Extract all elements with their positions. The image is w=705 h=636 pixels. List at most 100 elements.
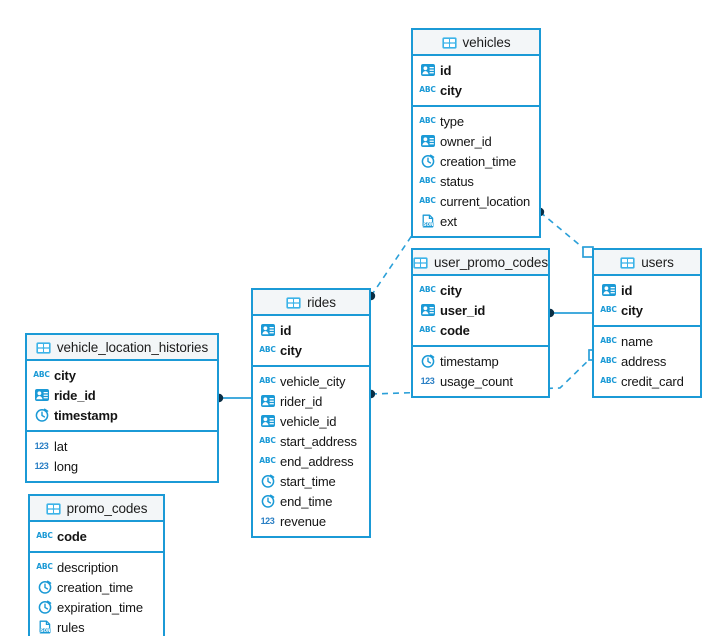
svg-text:JSON: JSON (38, 628, 50, 633)
id-badge-icon (420, 63, 435, 77)
field-name: creation_time (440, 153, 517, 169)
abc-string-icon: ABC (419, 85, 436, 95)
field-name: city (621, 302, 643, 318)
column-field[interactable]: vehicle_id (253, 411, 369, 431)
column-field[interactable]: owner_id (413, 131, 539, 151)
id-badge-icon (420, 303, 435, 317)
primary-key-field[interactable]: timestamp (27, 405, 217, 425)
field-name: timestamp (440, 353, 499, 369)
entity-header-users[interactable]: users (594, 250, 700, 276)
entity-title: rides (307, 294, 336, 310)
entity-title: vehicle_location_histories (56, 339, 209, 355)
relationship-vehicle-location-histories-rides (214, 393, 251, 403)
column-field[interactable]: start_time (253, 471, 369, 491)
abc-string-icon: ABC (259, 436, 276, 446)
id-badge-icon (601, 283, 616, 297)
column-field[interactable]: creation_time (30, 577, 163, 597)
field-name: code (57, 528, 87, 544)
abc-string-icon: ABC (259, 345, 276, 355)
column-field[interactable]: 123 revenue (253, 511, 369, 531)
abc-string-icon: ABC (36, 562, 53, 572)
column-field[interactable]: timestamp (413, 351, 548, 371)
column-field[interactable]: rider_id (253, 391, 369, 411)
json-document-icon: JSON (420, 214, 435, 228)
column-field[interactable]: JSON rules (30, 617, 163, 636)
primary-key-field[interactable]: id (413, 60, 539, 80)
field-name: rules (57, 619, 85, 635)
entity-header-promo_codes[interactable]: promo_codes (30, 496, 163, 522)
column-field[interactable]: end_time (253, 491, 369, 511)
123-number-icon: 123 (34, 440, 49, 451)
primary-key-field[interactable]: ABC code (30, 526, 163, 546)
primary-key-field[interactable]: ride_id (27, 385, 217, 405)
json-document-icon: JSON (37, 620, 52, 634)
primary-key-section: ABC code (30, 522, 163, 553)
field-name: owner_id (440, 133, 492, 149)
abc-string-icon: ABC (259, 376, 276, 386)
field-name: lat (54, 438, 68, 454)
field-name: id (440, 62, 452, 78)
abc-string-icon: ABC (36, 531, 53, 541)
column-field[interactable]: ABC description (30, 557, 163, 577)
table-grid-icon (413, 256, 428, 269)
field-name: type (440, 113, 464, 129)
123-number-icon: 123 (260, 515, 275, 526)
entity-header-vehicles[interactable]: vehicles (413, 30, 539, 56)
field-name: description (57, 559, 119, 575)
abc-string-icon: ABC (419, 176, 436, 186)
field-name: address (621, 353, 667, 369)
entity-header-user_promo_codes[interactable]: user_promo_codes (413, 250, 548, 276)
column-field[interactable]: creation_time (413, 151, 539, 171)
clock-icon (260, 494, 275, 508)
field-name: end_address (280, 453, 354, 469)
column-field[interactable]: expiration_time (30, 597, 163, 617)
abc-string-icon: ABC (419, 325, 436, 335)
column-field[interactable]: 123 lat (27, 436, 217, 456)
column-field[interactable]: ABC credit_card (594, 371, 700, 391)
entity-title: vehicles (462, 34, 511, 50)
123-number-icon: 123 (420, 375, 435, 386)
table-grid-icon (286, 296, 301, 309)
clock-icon (420, 354, 435, 368)
field-name: city (54, 367, 76, 383)
field-name: id (280, 322, 292, 338)
primary-key-field[interactable]: user_id (413, 300, 548, 320)
field-name: credit_card (621, 373, 684, 389)
primary-key-field[interactable]: id (253, 320, 369, 340)
abc-string-icon: ABC (600, 376, 617, 386)
primary-key-field[interactable]: id (594, 280, 700, 300)
field-name: revenue (280, 513, 326, 529)
entity-header-vehicle_location_histories[interactable]: vehicle_location_histories (27, 335, 217, 361)
entity-header-rides[interactable]: rides (253, 290, 369, 316)
